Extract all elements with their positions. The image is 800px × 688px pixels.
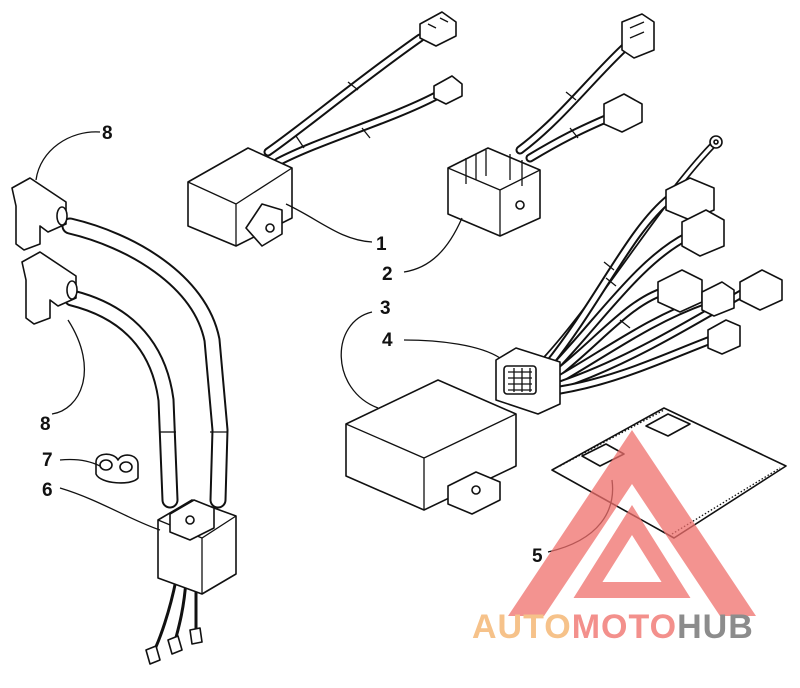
wiring-harness-connector xyxy=(495,347,561,415)
control-unit xyxy=(345,379,517,515)
relay-module xyxy=(187,147,293,247)
spark-plug-cap-upper xyxy=(11,177,68,251)
watermark-text: AUTOMOTOHUB xyxy=(472,608,754,646)
coil-terminals xyxy=(145,627,203,665)
voltage-regulator xyxy=(447,147,541,237)
watermark-triangle xyxy=(508,430,756,616)
callout-8-lower: 8 xyxy=(40,414,51,435)
callout-3: 3 xyxy=(380,298,391,319)
callout-labels: 8 1 2 3 4 8 7 6 5 xyxy=(40,123,543,567)
watermark-word-hub: HUB xyxy=(677,608,754,646)
pad xyxy=(551,407,787,539)
harness-connectors xyxy=(657,177,783,355)
callout-5: 5 xyxy=(532,546,543,567)
callout-2: 2 xyxy=(382,264,393,285)
watermark-logo xyxy=(508,430,756,616)
callout-6: 6 xyxy=(42,480,53,501)
relay-connectors xyxy=(419,11,463,105)
callout-7: 7 xyxy=(42,450,53,471)
wire-sleeves xyxy=(160,81,631,433)
callout-8-upper: 8 xyxy=(102,123,113,144)
ignition-coil xyxy=(157,499,237,595)
ring-terminal xyxy=(709,135,723,149)
callout-4: 4 xyxy=(382,330,393,351)
watermark-word-auto: AUTO xyxy=(472,608,572,646)
watermark-word-moto: MOTO xyxy=(572,608,677,646)
watermark-triangle-inner xyxy=(573,504,691,598)
regulator-connectors xyxy=(603,13,655,133)
callout-1: 1 xyxy=(376,234,387,255)
spark-plug-cap-lower xyxy=(21,251,78,325)
clip xyxy=(95,453,139,484)
